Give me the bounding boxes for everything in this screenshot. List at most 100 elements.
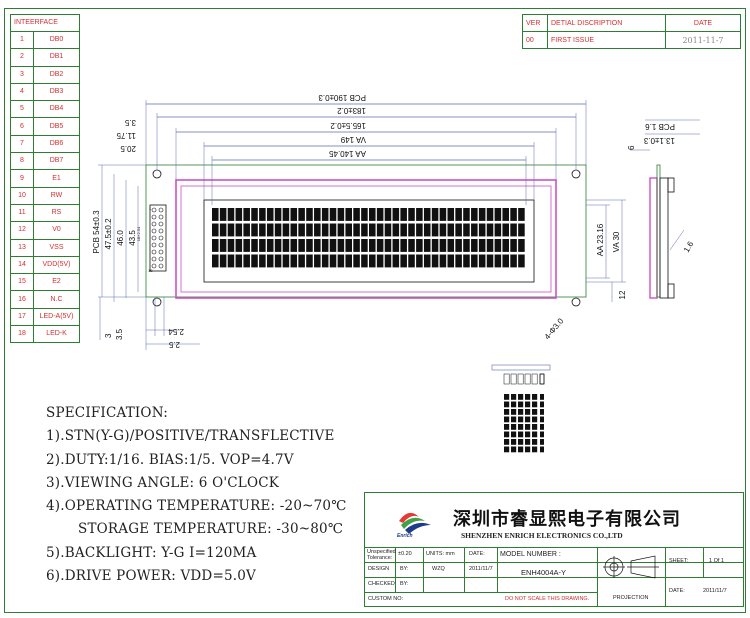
view-area <box>203 199 535 283</box>
char-cell <box>478 239 486 252</box>
char-cell <box>219 239 227 252</box>
dim-131: 13.1±0.3 <box>643 136 675 145</box>
detail-dots <box>504 394 538 453</box>
date-value-2: 2011/11/7 <box>703 588 727 594</box>
char-cell <box>416 223 423 237</box>
char-cell <box>219 208 227 221</box>
detail-dot <box>518 439 524 445</box>
checked-label: CHECKED <box>368 581 395 587</box>
connector-pins <box>151 207 164 269</box>
char-cell <box>502 223 509 237</box>
char-cell <box>290 239 298 252</box>
char-cell <box>431 208 439 221</box>
pin-18-label: 18 <box>148 268 153 273</box>
detail-dot <box>518 446 524 453</box>
detail-dot <box>525 401 531 408</box>
connector-outline <box>149 204 167 272</box>
char-cell <box>298 239 305 252</box>
detail-top-block <box>510 373 517 385</box>
detail-dot <box>525 394 531 400</box>
char-cell <box>408 223 415 237</box>
designer: WZQ <box>432 566 445 572</box>
spec-line-4: 4).OPERATING TEMPERATURE: -20~70℃ <box>46 498 347 515</box>
detail-dot <box>518 431 524 438</box>
dim-pcb: PCB 190±0.3 <box>318 93 366 102</box>
char-cell <box>353 239 360 252</box>
spec-line-6: 6).DRIVE POWER: VDD=5.0V <box>46 568 256 585</box>
detail-dot <box>504 409 510 415</box>
detail-dot <box>518 394 524 400</box>
char-cell <box>353 254 360 268</box>
char-cell <box>447 254 455 268</box>
char-cell <box>416 254 423 268</box>
char-cell <box>376 254 384 268</box>
connector-pin <box>151 242 157 248</box>
model-number: ENH4004A-Y <box>521 568 567 577</box>
char-cell <box>212 254 219 268</box>
detail-dot <box>511 401 517 408</box>
char-cell <box>243 254 250 268</box>
connector-pin <box>158 228 164 234</box>
detail-dot <box>532 394 538 400</box>
char-cell <box>329 239 337 252</box>
char-cell <box>243 239 250 252</box>
dim-pcb16: PCB 1.6 <box>645 122 675 131</box>
dim-1175: 11.75 <box>116 131 136 140</box>
connector-pin <box>151 214 157 220</box>
char-cell <box>400 208 407 221</box>
spec-line-2: 2).DUTY:1/16. BIAS:1/5. VOP=4.7V <box>46 451 294 468</box>
detail-top-block <box>517 373 524 385</box>
char-cell <box>219 223 227 237</box>
char-cell <box>274 208 282 221</box>
detail-dot <box>504 439 510 445</box>
char-cell <box>235 208 243 221</box>
char-cell <box>518 208 525 221</box>
char-cell <box>329 254 337 268</box>
char-cell <box>416 239 423 252</box>
detail-dot <box>518 424 524 430</box>
char-cell <box>471 254 478 268</box>
char-cell <box>306 239 313 252</box>
detail-dot <box>511 431 517 438</box>
char-cell <box>384 254 392 268</box>
char-cell <box>259 254 266 268</box>
char-cell <box>486 208 494 221</box>
dim-hole: 4-Φ3.0 <box>543 316 566 341</box>
char-cell <box>439 223 447 237</box>
detail-dot <box>504 401 510 408</box>
mount-hole-1 <box>152 169 162 179</box>
char-cell <box>518 254 525 268</box>
char-cell <box>510 223 517 237</box>
char-cell <box>282 208 290 221</box>
tol-label: Unspecified Tolerance: <box>367 549 396 561</box>
char-cell <box>306 223 313 237</box>
connector-pin <box>151 235 157 241</box>
mount-hole-2 <box>571 169 581 179</box>
char-cell <box>361 208 368 221</box>
tol-value: ±0.20 <box>398 551 412 557</box>
connector-pin <box>151 207 157 213</box>
char-cell <box>392 239 400 252</box>
dim-205: 20.5 <box>120 144 136 153</box>
dim-25: 2.5 <box>168 340 180 349</box>
spec-line-1: 1).STN(Y-G)/POSITIVE/TRANSFLECTIVE <box>46 428 335 445</box>
company-cn: 深圳市睿显熙电子有限公司 <box>453 509 681 530</box>
char-cell <box>376 208 384 221</box>
char-cell <box>345 223 352 237</box>
rev-ver: 00 <box>522 31 548 49</box>
char-cell <box>502 208 509 221</box>
char-cell <box>431 239 439 252</box>
dim-va30: VA 30 <box>612 231 621 252</box>
detail-dot <box>504 394 510 400</box>
connector-pin <box>151 256 157 262</box>
detail-dot <box>504 446 510 453</box>
detail-side-dot <box>540 439 544 445</box>
char-cell <box>290 254 298 268</box>
char-cell <box>282 239 290 252</box>
company-en: SHENZHEN ENRICH ELECTRONICS CO.,LTD <box>461 531 623 540</box>
pin-signal: LED-A(5V) <box>33 307 80 327</box>
